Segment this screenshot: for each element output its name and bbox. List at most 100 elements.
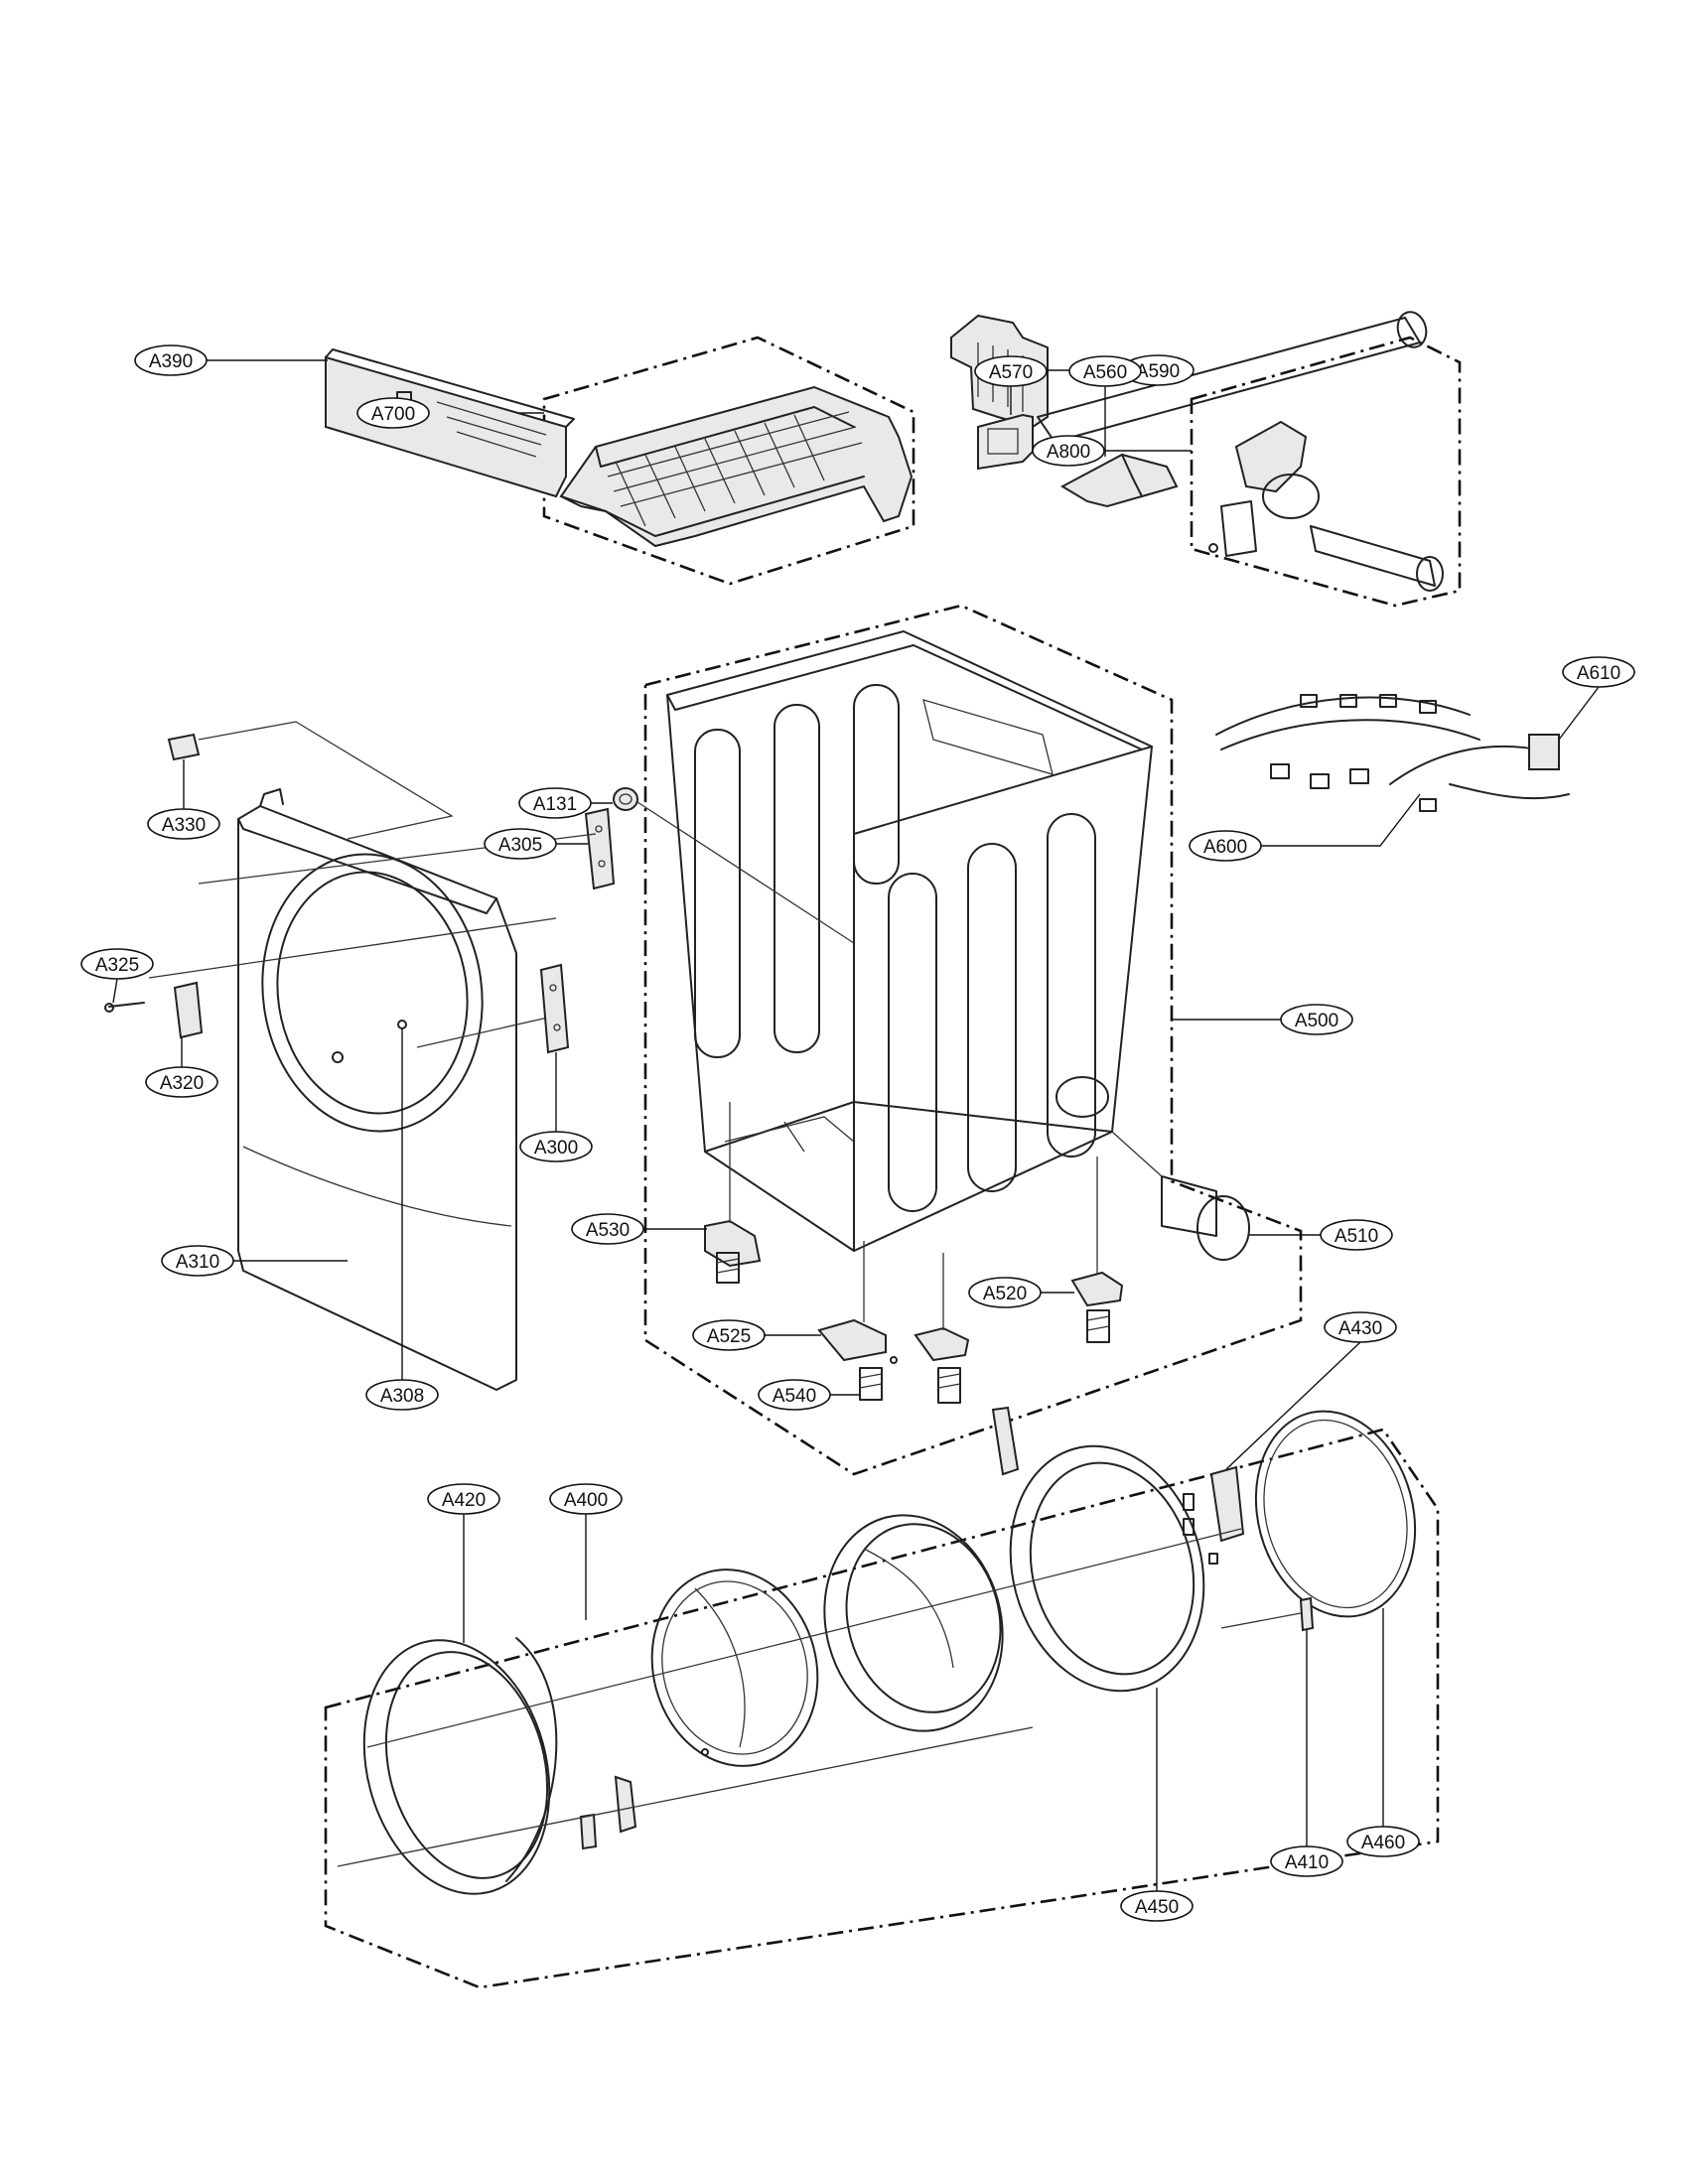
svg-text:A420: A420 bbox=[442, 1490, 486, 1511]
callout-a390: A390 bbox=[134, 344, 208, 376]
svg-text:A325: A325 bbox=[95, 955, 139, 976]
callout-a320: A320 bbox=[145, 1066, 218, 1098]
assembly-line-a131 bbox=[636, 801, 855, 944]
leader-a325 bbox=[112, 978, 118, 1004]
a420-door-outer-ring-part bbox=[362, 1637, 558, 1895]
callout-a525: A525 bbox=[692, 1319, 766, 1351]
svg-text:A308: A308 bbox=[380, 1386, 424, 1407]
a308-screw-part bbox=[397, 1020, 407, 1029]
a300-bracket-part bbox=[539, 963, 570, 1054]
callout-a500: A500 bbox=[1280, 1004, 1353, 1035]
cabinet-part bbox=[666, 630, 1153, 1252]
callout-a540: A540 bbox=[758, 1379, 831, 1411]
a410-strike-part bbox=[1299, 1596, 1315, 1632]
a560-duct-part bbox=[1059, 453, 1179, 508]
svg-text:A310: A310 bbox=[176, 1252, 219, 1273]
assembly-line-a330 bbox=[198, 721, 454, 840]
dryer-rack-part bbox=[559, 385, 914, 548]
a530-leg-bracket-part bbox=[704, 1219, 762, 1284]
group-boundary-a800 bbox=[1190, 336, 1462, 608]
a330-switch-part bbox=[167, 733, 201, 761]
svg-text:A305: A305 bbox=[498, 835, 542, 856]
a131-knob-part bbox=[613, 787, 638, 811]
leader-a600 bbox=[1261, 793, 1421, 847]
callout-a600: A600 bbox=[1189, 830, 1262, 862]
callout-a700: A700 bbox=[356, 397, 430, 429]
svg-text:A460: A460 bbox=[1361, 1833, 1405, 1853]
callout-a310: A310 bbox=[161, 1245, 234, 1277]
group-boundary-a500 bbox=[643, 604, 1303, 1476]
svg-text:A400: A400 bbox=[564, 1490, 608, 1511]
door-glass-part bbox=[650, 1569, 819, 1767]
svg-text:A610: A610 bbox=[1577, 663, 1620, 684]
a570-plate-part bbox=[977, 413, 1034, 471]
a320-bracket-part bbox=[104, 981, 204, 1039]
svg-text:A530: A530 bbox=[586, 1220, 630, 1241]
callout-a300: A300 bbox=[519, 1131, 593, 1162]
a540-foot-part bbox=[859, 1367, 961, 1404]
svg-text:A510: A510 bbox=[1335, 1226, 1378, 1247]
a525-leg-bracket-part bbox=[817, 1318, 970, 1364]
assembly-line-front-mid bbox=[148, 917, 557, 979]
door-latch-part bbox=[579, 1748, 709, 1850]
svg-text:A520: A520 bbox=[983, 1284, 1027, 1304]
callout-a325: A325 bbox=[80, 948, 154, 980]
callout-a430: A430 bbox=[1324, 1311, 1397, 1343]
group-boundary-a700 bbox=[542, 336, 915, 586]
svg-text:A330: A330 bbox=[162, 815, 206, 836]
svg-text:A700: A700 bbox=[371, 404, 415, 425]
svg-text:A131: A131 bbox=[533, 794, 577, 815]
exhaust-duct-part bbox=[1111, 1131, 1250, 1261]
assembly-line-front-low bbox=[416, 1014, 562, 1048]
callout-a530: A530 bbox=[571, 1213, 644, 1245]
door-axis-line-lower bbox=[337, 1726, 1034, 1867]
callout-a520: A520 bbox=[968, 1277, 1042, 1308]
group-boundary-a400 bbox=[324, 1428, 1440, 1989]
svg-text:A540: A540 bbox=[773, 1386, 816, 1407]
callout-a570: A570 bbox=[974, 355, 1048, 387]
callout-a330: A330 bbox=[147, 808, 220, 840]
callout-a800: A800 bbox=[1032, 435, 1105, 467]
callout-a305: A305 bbox=[484, 828, 557, 860]
callout-a460: A460 bbox=[1346, 1826, 1420, 1857]
wire-harness-part bbox=[1215, 694, 1570, 812]
a450-door-inner-frame-part bbox=[991, 1406, 1205, 1693]
door-inner-bowl-part bbox=[823, 1514, 1004, 1732]
svg-text:A320: A320 bbox=[160, 1073, 204, 1094]
callout-a131: A131 bbox=[518, 787, 592, 819]
a305-bracket-part bbox=[584, 807, 616, 890]
svg-text:A410: A410 bbox=[1285, 1852, 1329, 1873]
callout-a560: A560 bbox=[1068, 355, 1142, 387]
callout-a590: A590 bbox=[1121, 354, 1195, 386]
door-axis-line-right bbox=[1220, 1612, 1302, 1629]
callout-a510: A510 bbox=[1320, 1219, 1393, 1251]
svg-text:A800: A800 bbox=[1047, 442, 1090, 463]
svg-text:A525: A525 bbox=[707, 1326, 751, 1347]
svg-text:A600: A600 bbox=[1203, 837, 1247, 858]
svg-text:A500: A500 bbox=[1295, 1011, 1338, 1031]
svg-text:A300: A300 bbox=[534, 1138, 578, 1159]
callout-a420: A420 bbox=[427, 1483, 500, 1515]
svg-text:A590: A590 bbox=[1136, 361, 1180, 382]
callout-a400: A400 bbox=[549, 1483, 623, 1515]
duct-kit-part bbox=[1037, 311, 1444, 592]
svg-text:A560: A560 bbox=[1083, 362, 1127, 383]
door-hinge-part bbox=[1183, 1465, 1245, 1565]
svg-text:A570: A570 bbox=[989, 362, 1033, 383]
svg-text:A430: A430 bbox=[1338, 1318, 1382, 1339]
leader-a430 bbox=[1225, 1341, 1361, 1470]
callout-a610: A610 bbox=[1562, 656, 1635, 688]
a460-gasket-part bbox=[1254, 1410, 1417, 1618]
control-bracket-part bbox=[325, 348, 575, 498]
callout-a410: A410 bbox=[1270, 1845, 1343, 1877]
svg-text:A390: A390 bbox=[149, 351, 193, 372]
front-panel-part bbox=[237, 788, 517, 1391]
callout-a308: A308 bbox=[365, 1379, 439, 1411]
a520-leg-bracket-part bbox=[1070, 1271, 1124, 1343]
callout-a450: A450 bbox=[1120, 1890, 1194, 1922]
svg-text:A450: A450 bbox=[1135, 1897, 1179, 1918]
door-axis-line-upper bbox=[366, 1528, 1242, 1748]
leader-a610 bbox=[1558, 686, 1600, 741]
